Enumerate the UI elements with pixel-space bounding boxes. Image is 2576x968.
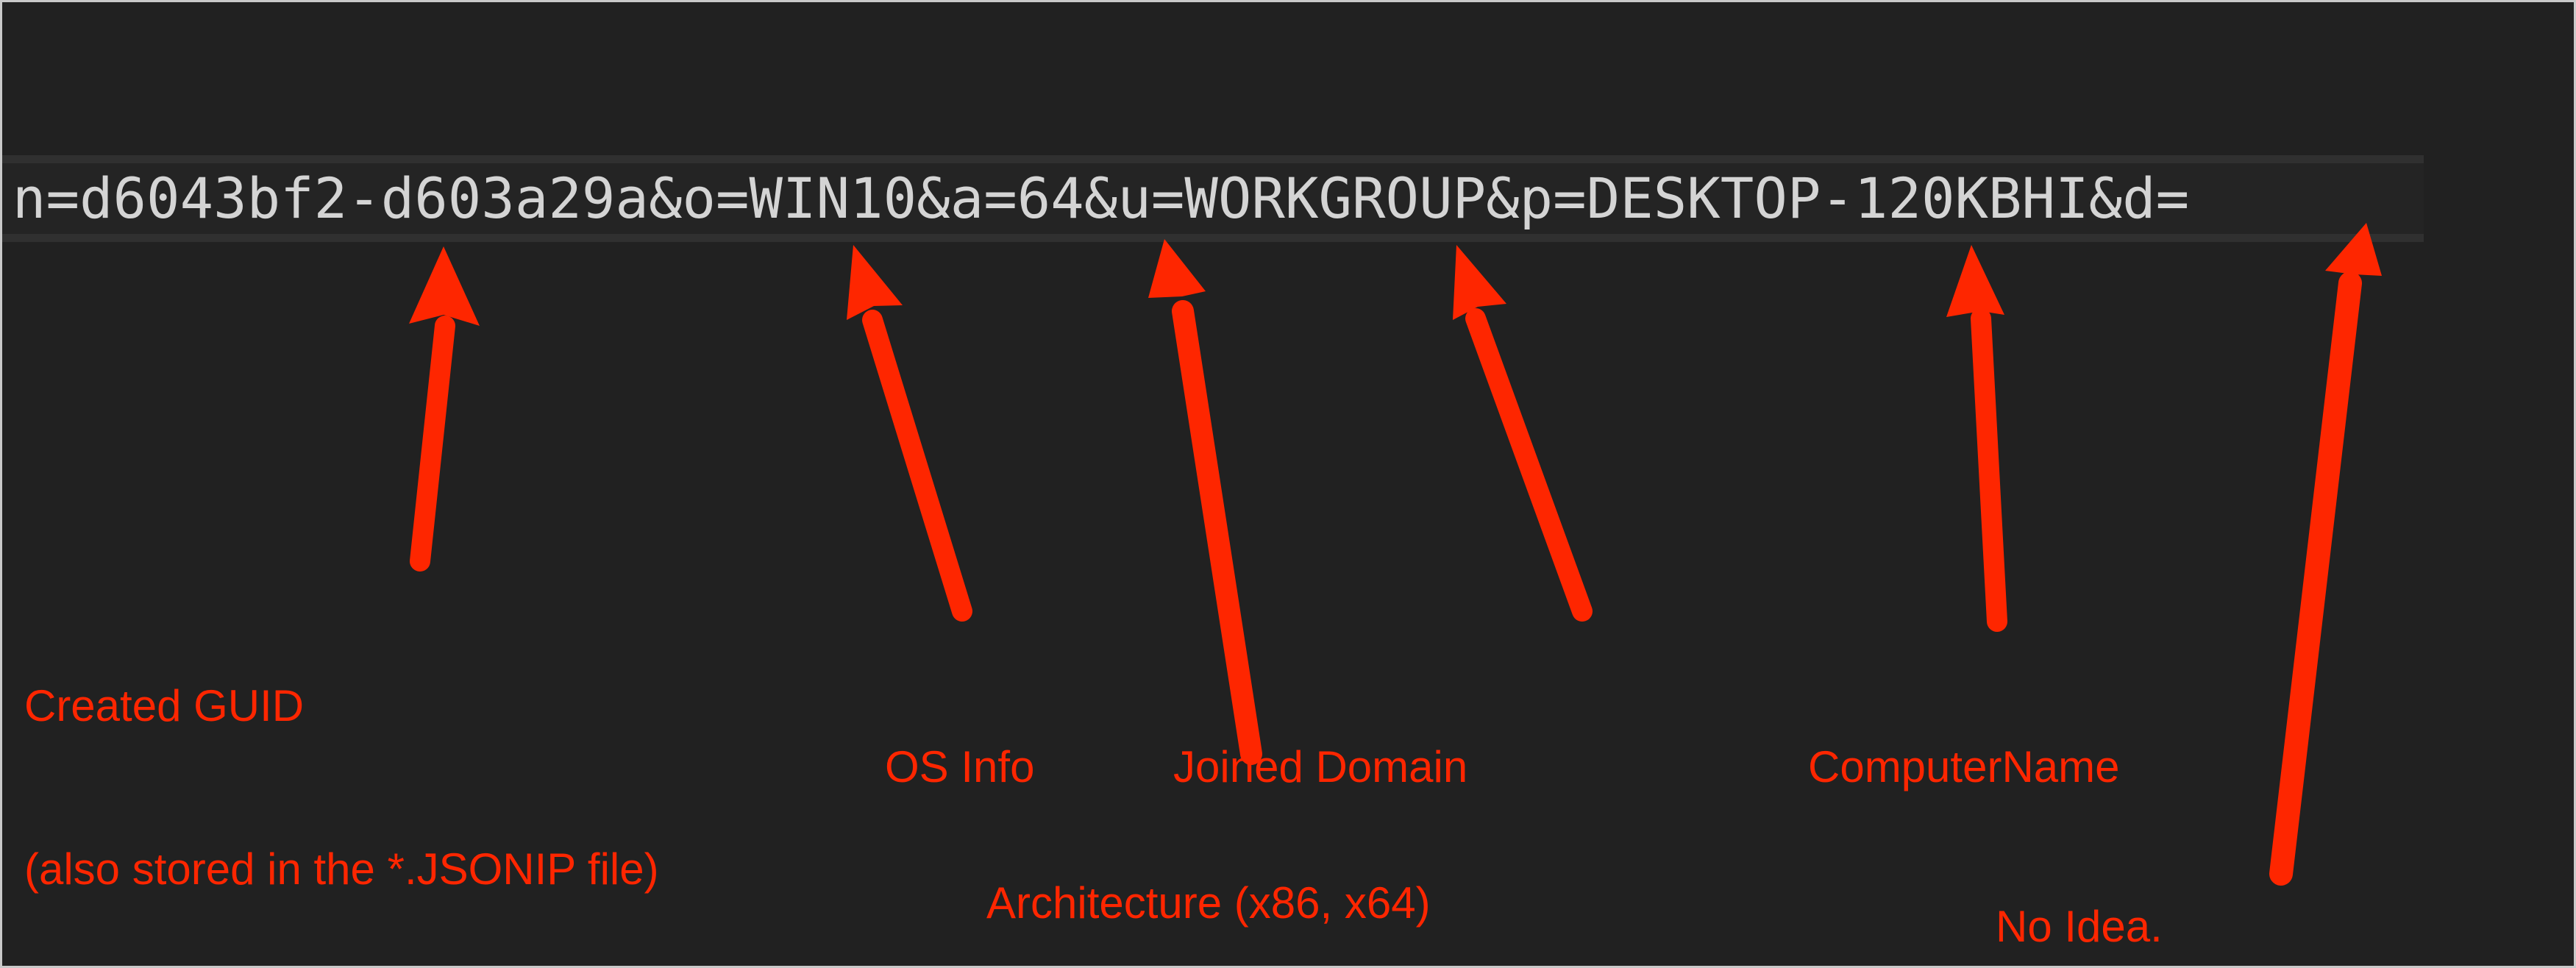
annotation-line: ComputerName [1808, 742, 2120, 791]
query-string-value: n=d6043bf2-d603a29a&o=WIN10&a=64&u=WORKG… [12, 166, 2190, 231]
annotation-label-computername: ComputerName [1808, 631, 2120, 903]
arrow-to-computername-param [1946, 245, 2007, 632]
annotation-line: Joined Domain [1173, 742, 1468, 791]
annotation-line: No Idea. [1996, 902, 2163, 951]
annotation-label-os-info: OS Info [885, 631, 1034, 903]
query-string-text-bar[interactable]: n=d6043bf2-d603a29a&o=WIN10&a=64&u=WORKG… [2, 155, 2424, 242]
annotation-line: Created GUID [24, 681, 305, 730]
arrow-to-guid-param [409, 246, 480, 572]
arrow-to-unknown-param [2269, 223, 2382, 886]
annotation-label-guid: Created GUID (also stored in the *.JSONI… [24, 570, 659, 966]
annotation-line: (also stored in the *.JSONIP file) [24, 844, 659, 894]
arrow-to-os-param [847, 245, 972, 622]
annotation-label-no-idea: No Idea. Missed it during analysis. [1996, 791, 2488, 966]
annotation-line: OS Info [885, 742, 1035, 791]
arrow-to-joined-domain-param [1453, 245, 1593, 622]
annotation-label-joined-domain: Joined Domain [1173, 631, 1467, 903]
annotation-line: Architecture (x86, x64) [986, 878, 1431, 928]
annotation-label-architecture: Architecture (x86, x64) [986, 767, 1431, 966]
